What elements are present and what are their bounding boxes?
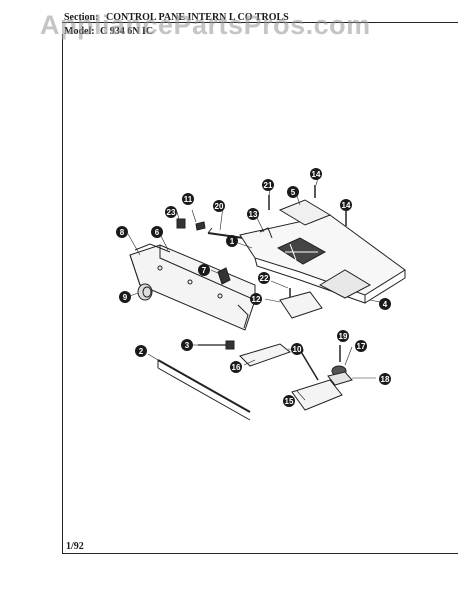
valve-assembly	[259, 227, 327, 265]
callout-number: 17	[357, 342, 366, 351]
callout-number: 6	[155, 228, 160, 237]
callout-number: 20	[215, 202, 224, 211]
callout-number: 14	[342, 201, 351, 210]
callout-number: 2	[139, 347, 144, 356]
clip-part	[217, 267, 231, 285]
callout-circle	[287, 186, 299, 198]
callout-circle	[198, 264, 210, 276]
callout-10: 10	[291, 343, 303, 355]
callout-circle	[181, 339, 193, 351]
callout-circle	[291, 343, 303, 355]
callout-number: 23	[167, 208, 176, 217]
footer-date: 1/92	[66, 541, 84, 552]
bracket-part-12	[279, 291, 323, 319]
callout-circle	[337, 330, 349, 342]
callout-circle	[230, 361, 242, 373]
callout-number: 14	[312, 170, 321, 179]
callout-12: 12	[250, 293, 262, 305]
rod-part-2	[157, 359, 251, 413]
callout-number: 16	[232, 363, 241, 372]
callout-15: 15	[283, 395, 295, 407]
callout-number: 13	[249, 210, 258, 219]
callout-number: 15	[285, 397, 294, 406]
callout-6: 6	[151, 226, 163, 238]
callout-1: 1	[226, 235, 238, 247]
callout-4: 4	[379, 298, 391, 310]
callout-number: 12	[252, 295, 261, 304]
callout-number: 3	[185, 341, 190, 350]
callout-14: 14	[310, 168, 322, 180]
callout-circle	[283, 395, 295, 407]
callout-circle	[262, 179, 274, 191]
callout-23: 23	[165, 206, 177, 218]
callout-circle	[379, 373, 391, 385]
callout-number: 19	[339, 332, 348, 341]
page-frame-bottom	[62, 553, 458, 554]
callout-circle	[165, 206, 177, 218]
callout-circle	[340, 199, 352, 211]
callout-number: 8	[120, 228, 125, 237]
electrode-part	[299, 349, 319, 381]
callout-number: 9	[123, 293, 128, 302]
callout-circle	[355, 340, 367, 352]
callout-3: 3	[181, 339, 193, 351]
callout-5: 5	[287, 186, 299, 198]
callout-7: 7	[198, 264, 210, 276]
callout-8: 8	[116, 226, 128, 238]
callout-number: 11	[184, 195, 193, 204]
callout-circle	[213, 200, 225, 212]
callout-number: 5	[291, 188, 296, 197]
watermark-text: AppliancePartsPros.com	[40, 10, 371, 40]
callout-circle	[379, 298, 391, 310]
callout-circle	[258, 272, 270, 284]
callout-number: 22	[260, 274, 269, 283]
bracket-part-11	[195, 221, 206, 231]
callout-18: 18	[379, 373, 391, 385]
callout-16: 16	[230, 361, 242, 373]
callout-20: 20	[213, 200, 225, 212]
callout-11: 11	[182, 193, 194, 205]
callout-circle	[182, 193, 194, 205]
page-frame-left	[62, 34, 63, 554]
model-value: C 934 6N IC	[100, 26, 154, 37]
section-title: CONTROL PANE INTERN L CO TROLS	[106, 12, 289, 23]
channel-part-15	[291, 379, 343, 411]
knob	[137, 283, 153, 301]
callout-number: 10	[293, 345, 302, 354]
callout-circle	[116, 226, 128, 238]
callout-circle	[119, 291, 131, 303]
cover-part	[278, 199, 332, 226]
callout-21: 21	[262, 179, 274, 191]
callout-number: 1	[230, 237, 235, 246]
callout-circle	[135, 345, 147, 357]
section-label: Section:	[64, 12, 99, 23]
channel-part-16	[239, 343, 292, 367]
callout-circle	[250, 293, 262, 305]
callout-circle	[226, 235, 238, 247]
callout-number: 21	[264, 181, 273, 190]
callout-22: 22	[258, 272, 270, 284]
callout-13: 13	[247, 208, 259, 220]
callout-circle	[247, 208, 259, 220]
callout-number: 7	[202, 266, 207, 275]
callout-circle	[151, 226, 163, 238]
callout-number: 18	[381, 375, 390, 384]
callout-circle	[310, 168, 322, 180]
callout-number: 4	[383, 300, 388, 309]
mounting-plate	[239, 214, 406, 304]
callout-9: 9	[119, 291, 131, 303]
callout-17: 17	[355, 340, 367, 352]
model-label: Model:	[64, 26, 95, 37]
callout-2: 2	[135, 345, 147, 357]
header-rule	[62, 22, 458, 23]
callout-14: 14	[340, 199, 352, 211]
callout-19: 19	[337, 330, 349, 342]
bracket-part-23	[176, 218, 186, 229]
